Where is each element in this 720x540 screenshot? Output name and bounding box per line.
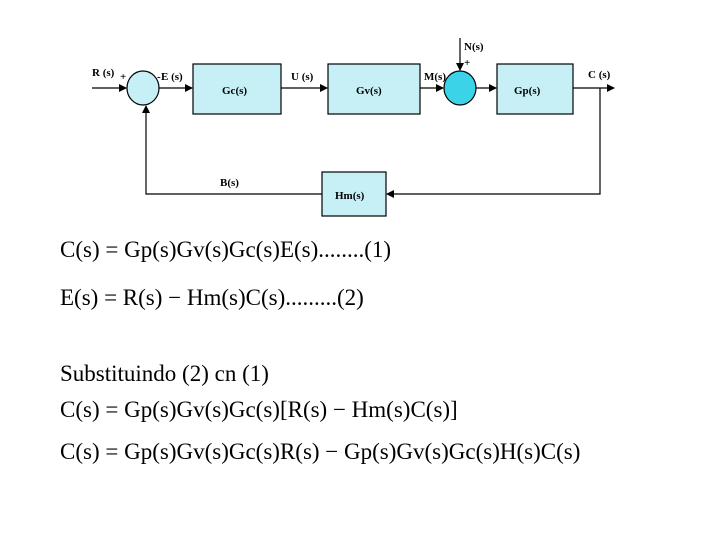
block-hm-label: Hm(s) xyxy=(335,190,365,202)
eq2-lhs: E(s) = xyxy=(60,285,123,310)
eq1-tag: ........(1) xyxy=(318,237,392,262)
label-u: U (s) xyxy=(291,71,314,83)
eq1-rhs: Gp(s)Gv(s)Gc(s)E(s) xyxy=(124,237,319,262)
block-gp-label: Gp(s) xyxy=(514,85,541,97)
eq4-lhs: C(s) = xyxy=(60,439,125,464)
block-gv-label: Gv(s) xyxy=(356,85,382,97)
block-gv xyxy=(327,63,421,115)
equation-4: C(s) = Gp(s)Gv(s)Gc(s)R(s) − Gp(s)Gv(s)G… xyxy=(60,438,580,466)
equation-2: E(s) = R(s) − Hm(s)C(s).........(2) xyxy=(60,284,364,312)
block-gp xyxy=(496,63,574,115)
label-e: E (s) xyxy=(161,71,183,83)
label-r: R (s) xyxy=(92,67,115,79)
eq3-lhs: C(s) = xyxy=(60,397,125,422)
eq4-rhs: Gp(s)Gv(s)Gc(s)R(s) − Gp(s)Gv(s)Gc(s)H(s… xyxy=(124,439,581,464)
eq2-tag: .........(2) xyxy=(285,285,364,310)
block-hm xyxy=(321,171,387,217)
label-n: N(s) xyxy=(464,41,484,53)
label-c: C (s) xyxy=(588,69,611,81)
block-gc-label: Gc(s) xyxy=(222,85,247,97)
label-plus-1: + xyxy=(120,71,126,83)
eq1-lhs: C(s) = xyxy=(60,237,125,262)
feedback-line-left xyxy=(145,112,322,195)
summing-junction-2 xyxy=(443,70,477,106)
label-minus-1: - xyxy=(157,71,161,83)
label-plus-2: + xyxy=(464,57,470,69)
summing-junction-1 xyxy=(126,70,160,106)
label-m: M(s) xyxy=(424,71,446,83)
block-diagram: R (s) + - E (s) Gc(s) U (s) Gv(s) M(s) N… xyxy=(92,38,615,217)
label-b: B(s) xyxy=(220,177,239,189)
feedback-line-right xyxy=(394,88,601,195)
equation-3: C(s) = Gp(s)Gv(s)Gc(s)[R(s) − Hm(s)C(s)] xyxy=(60,396,458,424)
eq2-rhs: R(s) − Hm(s)C(s) xyxy=(122,285,286,310)
eq3-rhs: Gp(s)Gv(s)Gc(s)[R(s) − Hm(s)C(s)] xyxy=(124,397,458,422)
block-gc xyxy=(192,63,282,115)
equation-1: C(s) = Gp(s)Gv(s)Gc(s)E(s)........(1) xyxy=(60,236,391,264)
substitution-text: Substituindo (2) cn (1) xyxy=(60,361,269,386)
